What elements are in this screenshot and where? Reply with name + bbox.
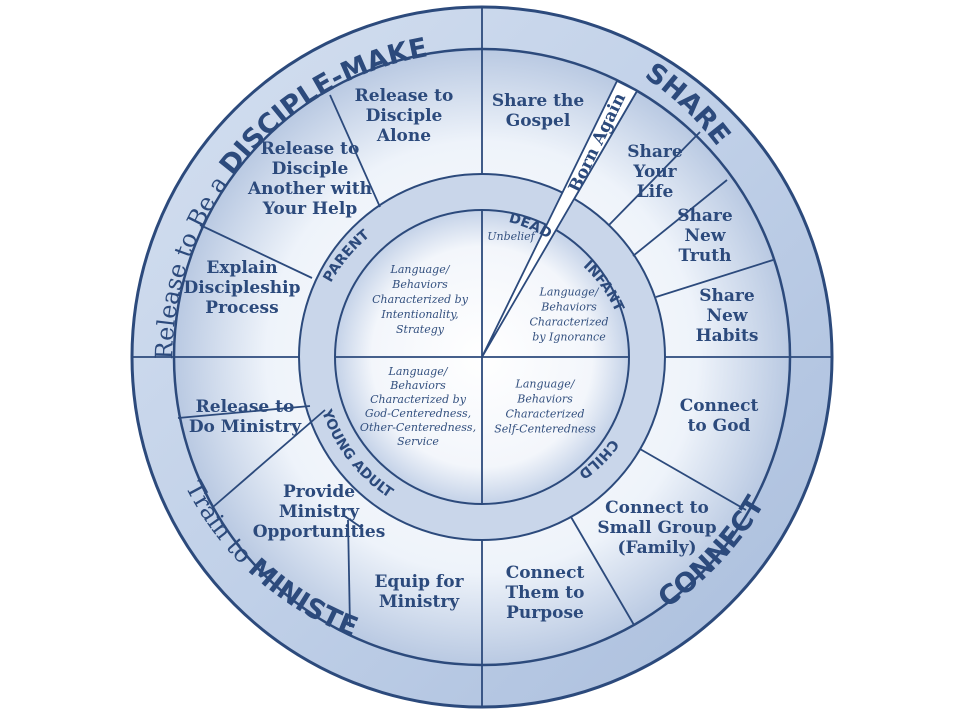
born-again-wedge [481,79,639,358]
desc-unbelief: Unbelief [487,230,536,243]
